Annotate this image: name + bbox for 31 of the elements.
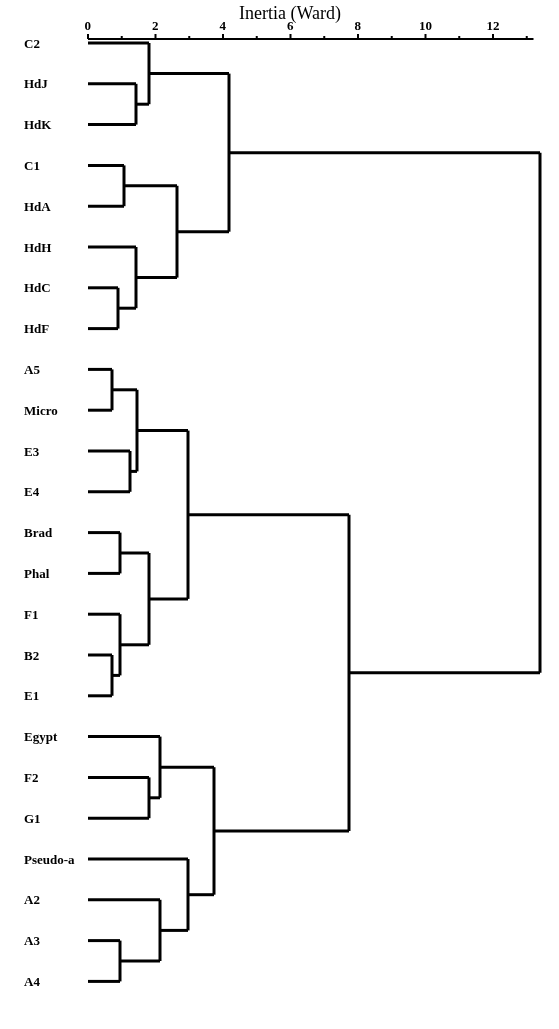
leaf-label: Brad: [24, 526, 53, 540]
leaf-label: A5: [24, 362, 40, 376]
axis-title: Inertia (Ward): [239, 4, 341, 22]
leaf-label: E3: [24, 444, 40, 458]
tick-label: 8: [354, 18, 361, 32]
leaf-label: Pseudo-a: [24, 852, 75, 866]
leaf-label: C1: [24, 158, 40, 172]
leaf-label: B2: [24, 648, 40, 662]
leaf-label: HdC: [24, 281, 51, 295]
leaf-label: Phal: [24, 566, 50, 580]
leaf-label: E4: [24, 485, 40, 499]
leaf-label: Egypt: [24, 730, 58, 744]
leaf-label: HdK: [24, 118, 52, 132]
leaf-label: G1: [24, 811, 41, 825]
leaf-label: A4: [24, 974, 40, 988]
tick-label: 0: [84, 18, 91, 32]
leaf-label: A3: [24, 934, 40, 948]
leaf-label: HdJ: [24, 77, 48, 91]
tick-label: 10: [419, 18, 432, 32]
tick-label: 4: [219, 18, 226, 32]
leaf-label: E1: [24, 689, 40, 703]
leaf-label: Micro: [24, 403, 58, 417]
leaf-label: A2: [24, 893, 40, 907]
leaf-label: HdA: [24, 199, 51, 213]
tick-label: 2: [152, 18, 159, 32]
tick-label: 12: [486, 18, 500, 32]
leaf-label: HdF: [24, 322, 50, 336]
leaf-label: HdH: [24, 240, 52, 254]
leaf-label: F1: [24, 607, 39, 621]
leaf-label: C2: [24, 36, 40, 50]
leaf-label: F2: [24, 770, 39, 784]
